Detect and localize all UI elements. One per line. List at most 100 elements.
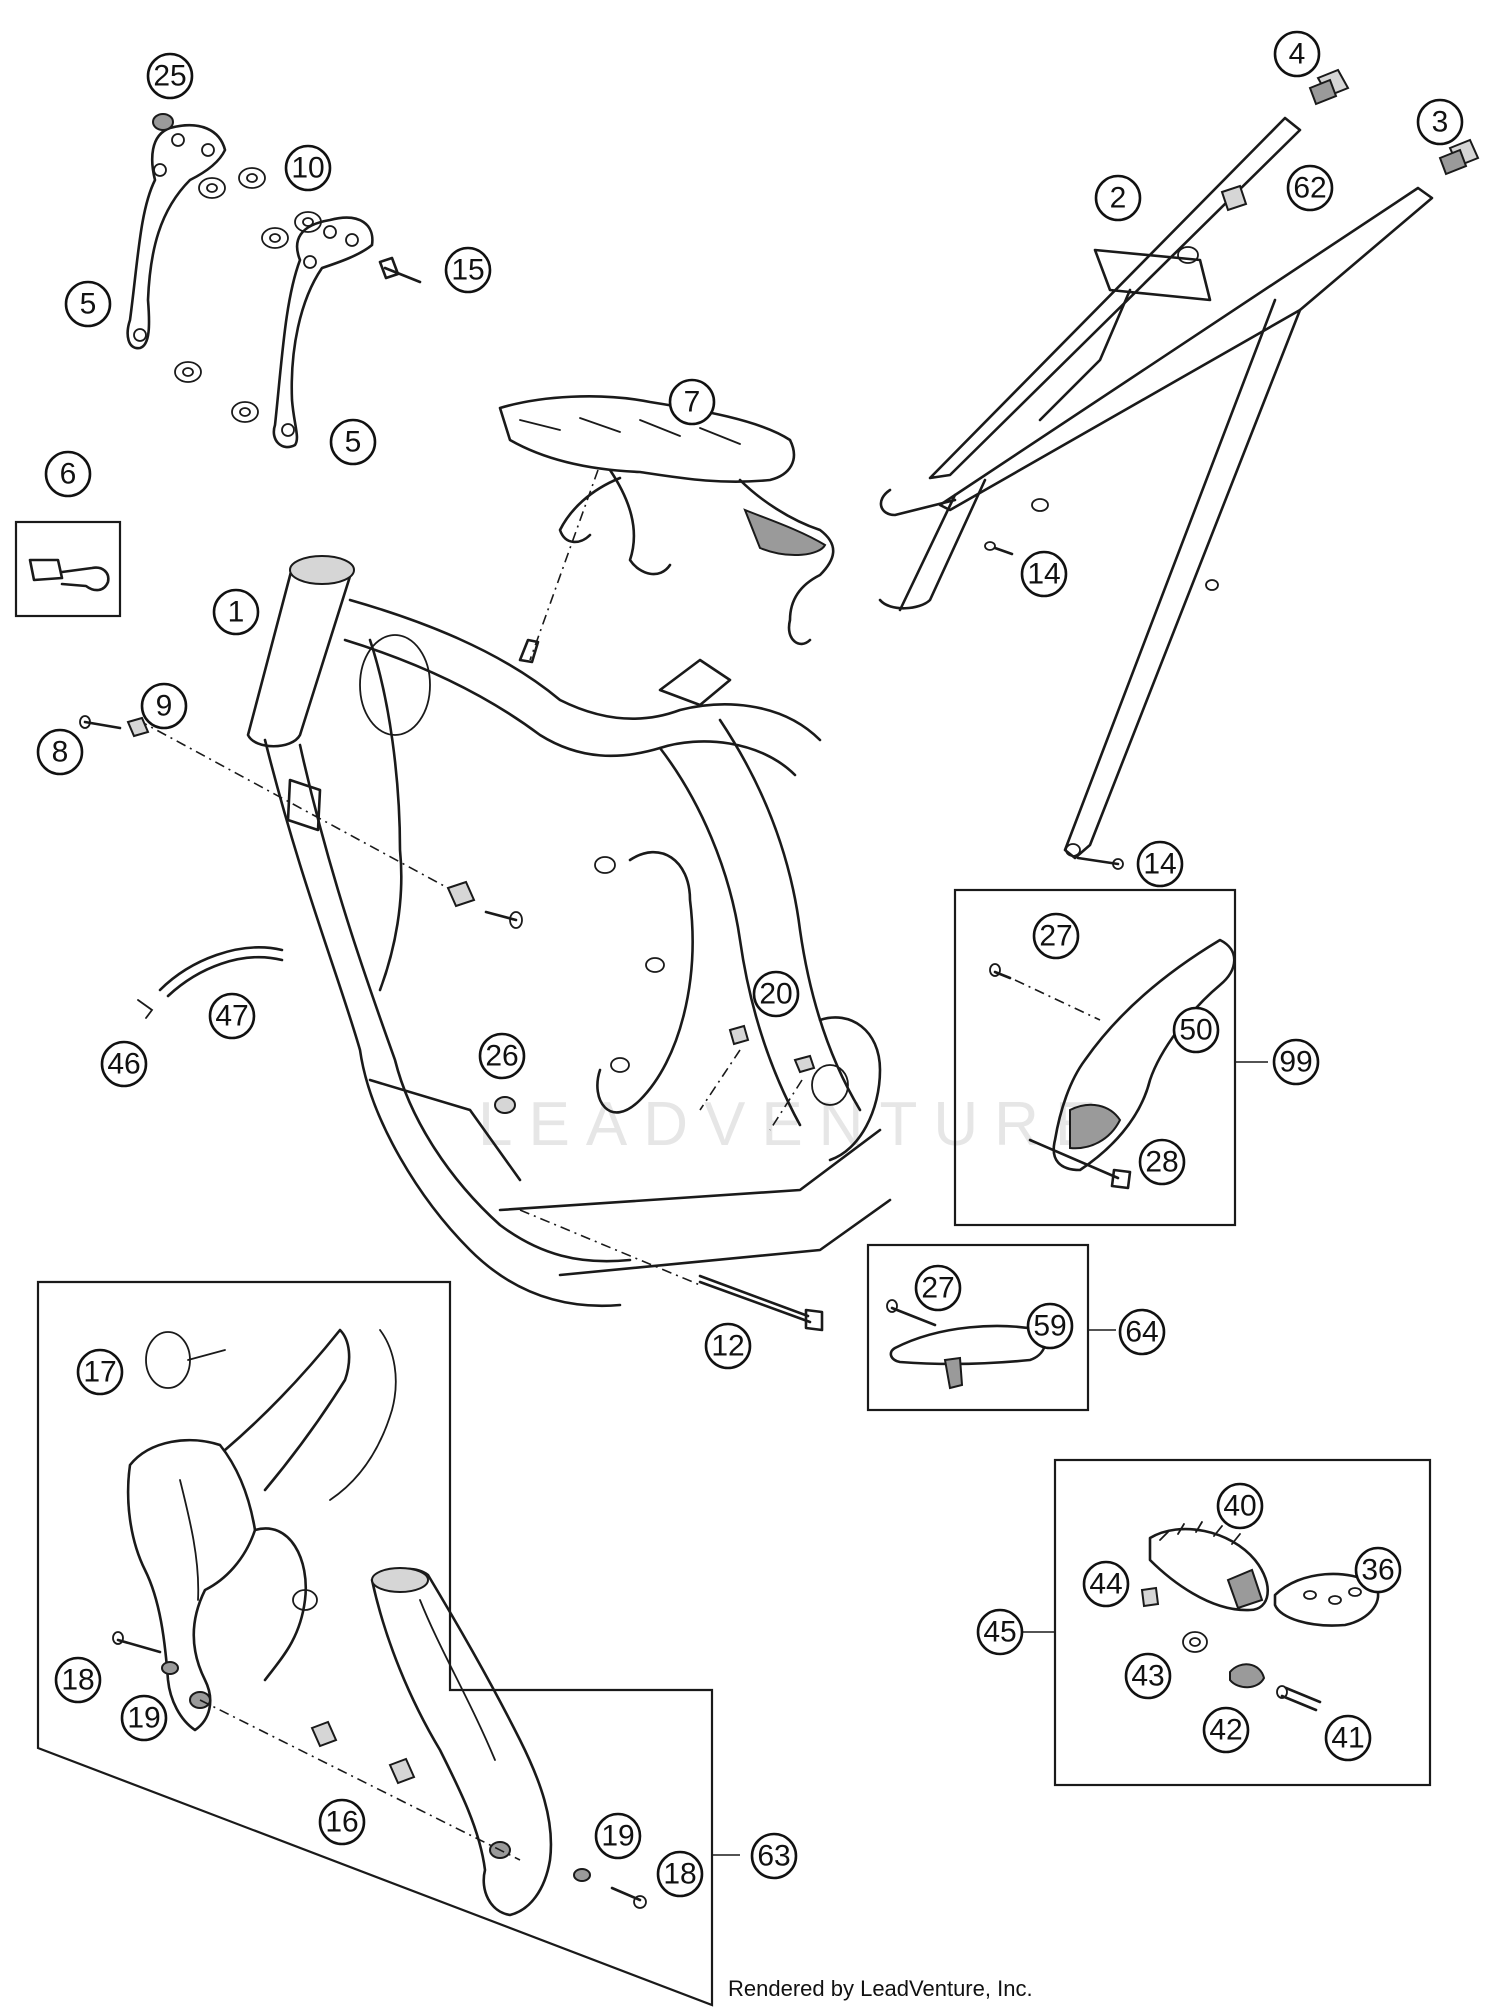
svg-text:50: 50 [1179,1014,1212,1047]
callout-44[interactable]: 44 [1082,1560,1130,1608]
svg-text:1: 1 [228,596,245,629]
callout-18-left[interactable]: 18 [54,1656,102,1704]
pin-41 [1276,1685,1322,1712]
callout-17[interactable]: 17 [76,1348,124,1396]
svg-text:44: 44 [1089,1568,1122,1601]
callout-8[interactable]: 8 [36,728,84,776]
svg-text:41: 41 [1331,1722,1364,1755]
leader-dash-7 [529,469,599,661]
bolt-18-left [112,1631,162,1654]
callout-64[interactable]: 64 [1118,1308,1166,1356]
washers [152,113,322,423]
callout-59[interactable]: 59 [1026,1302,1074,1350]
callout-28[interactable]: 28 [1138,1138,1186,1186]
cover-plate-7 [498,395,835,646]
svg-text:27: 27 [1039,920,1072,953]
callout-5-left[interactable]: 5 [64,280,112,328]
footer-credit: Rendered by LeadVenture, Inc. [728,1976,1033,2001]
svg-text:5: 5 [80,288,97,321]
callout-25[interactable]: 25 [146,52,194,100]
callout-41[interactable]: 41 [1324,1714,1372,1762]
svg-text:2: 2 [1110,182,1127,215]
callout-2[interactable]: 2 [1094,174,1142,222]
callout-7[interactable]: 7 [668,378,716,426]
callout-14-upper[interactable]: 14 [1020,550,1068,598]
washer-19-left [161,1661,179,1675]
callout-10[interactable]: 10 [284,144,332,192]
frame-guard-box-99 [953,888,1237,1227]
callout-36[interactable]: 36 [1354,1546,1402,1594]
callout-45[interactable]: 45 [976,1608,1024,1656]
callout-63[interactable]: 63 [750,1832,798,1880]
svg-text:59: 59 [1033,1310,1066,1343]
svg-text:12: 12 [711,1330,744,1363]
frame-protector-left [126,1328,397,1732]
callout-4[interactable]: 4 [1273,30,1321,78]
callout-47[interactable]: 47 [208,992,256,1040]
callout-40[interactable]: 40 [1216,1482,1264,1530]
chain-guide-box-64 [866,1243,1090,1412]
svg-text:42: 42 [1209,1714,1242,1747]
bolt-62 [1220,184,1248,212]
svg-text:64: 64 [1125,1316,1158,1349]
svg-text:45: 45 [983,1616,1016,1649]
svg-text:4: 4 [1289,38,1306,71]
hose-47 [137,946,284,1019]
footpeg-36 [1273,1572,1380,1627]
callout-6[interactable]: 6 [44,450,92,498]
callout-26[interactable]: 26 [478,1032,526,1080]
callout-50[interactable]: 50 [1172,1006,1220,1054]
callout-3[interactable]: 3 [1416,98,1464,146]
bolt-27-guard [989,963,1012,980]
svg-text:3: 3 [1432,106,1449,139]
callout-1[interactable]: 1 [212,588,260,636]
svg-text:20: 20 [759,978,792,1011]
nuts-20 [699,1024,816,1131]
svg-text:28: 28 [1145,1146,1178,1179]
callout-42[interactable]: 42 [1202,1706,1250,1754]
svg-text:43: 43 [1131,1660,1164,1693]
callout-46[interactable]: 46 [100,1040,148,1088]
svg-text:99: 99 [1279,1046,1312,1079]
lock-set [28,558,110,592]
callout-16[interactable]: 16 [318,1798,366,1846]
callout-9[interactable]: 9 [140,682,188,730]
svg-text:63: 63 [757,1840,790,1873]
svg-text:25: 25 [153,60,186,93]
callout-43[interactable]: 43 [1124,1652,1172,1700]
svg-text:27: 27 [921,1272,954,1305]
svg-text:10: 10 [291,152,324,185]
callout-18-right[interactable]: 18 [656,1850,704,1898]
pin-44 [1140,1586,1160,1608]
svg-text:14: 14 [1027,558,1060,591]
lock-set-box [14,520,122,618]
leader-dash-12 [519,1209,701,1286]
callout-27-chain[interactable]: 27 [914,1264,962,1312]
washer-19-right [573,1868,591,1882]
callout-14-lower[interactable]: 14 [1136,840,1184,888]
watermark: LEADVENTURE [478,1090,1112,1159]
svg-text:8: 8 [52,736,69,769]
cable-tie-17 [145,1331,226,1389]
bolt-28 [1028,1138,1132,1190]
callout-5-right[interactable]: 5 [329,418,377,466]
svg-text:47: 47 [215,1000,248,1033]
svg-text:19: 19 [601,1820,634,1853]
callout-27-guard[interactable]: 27 [1032,912,1080,960]
washer-43 [1182,1631,1208,1653]
callout-99[interactable]: 99 [1272,1038,1320,1086]
spring-42 [1229,1663,1266,1689]
svg-text:19: 19 [127,1702,160,1735]
engine-bracket-left [126,123,227,350]
callout-19-left[interactable]: 19 [120,1694,168,1742]
plug-4 [1308,68,1350,106]
svg-text:26: 26 [485,1040,518,1073]
callout-20[interactable]: 20 [752,970,800,1018]
bolt-8 [79,715,122,730]
callout-19-right[interactable]: 19 [594,1812,642,1860]
callout-62[interactable]: 62 [1286,164,1334,212]
callout-12[interactable]: 12 [704,1322,752,1370]
callout-15[interactable]: 15 [444,246,492,294]
leader-dash-27 [1014,979,1101,1021]
